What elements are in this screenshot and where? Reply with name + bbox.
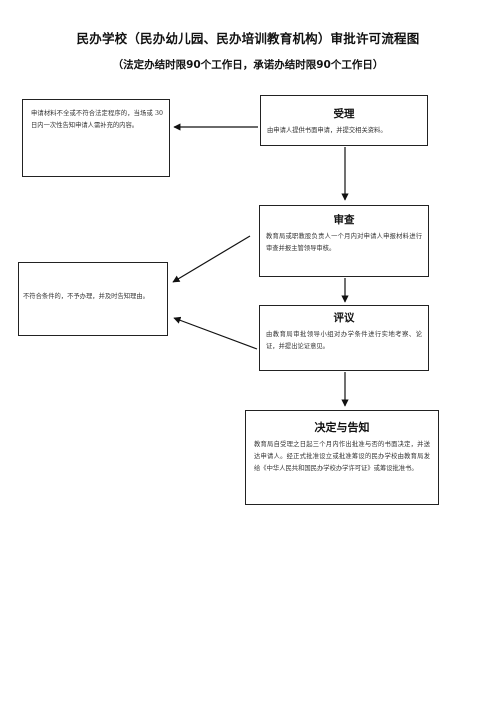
arrow-evaluate-to-note [173, 316, 258, 350]
step-review-heading: 审查 [333, 214, 355, 226]
page-title: 民办学校（民办幼儿园、民办培训教育机构）审批许可流程图 [76, 31, 420, 46]
step-decision-heading: 决定与告知 [314, 421, 370, 434]
step-accept-text: 由申请人提供书面申请，并提交相关资料。 [267, 127, 387, 134]
page-subtitle: （法定办结时限90个工作日，承诺办结时限90个工作日） [112, 59, 384, 71]
step-evaluate-text: 由教育局审批领导小组对办学条件进行实地考察、论证，并提出论证意见。 [266, 331, 422, 350]
note-not-qualified-text: 不符合条件的，不予办理，并及时告知理由。 [23, 293, 149, 300]
arrow-review-to-note [172, 235, 251, 283]
note-incomplete-materials: 申请材料不全或不符合法定程序的，当场或 30 日内一次性告知申请人需补充的内容。 [22, 99, 170, 177]
step-accept: 受理 由申请人提供书面申请，并提交相关资料。 [260, 95, 428, 146]
note-not-qualified: 不符合条件的，不予办理，并及时告知理由。 [18, 262, 168, 336]
step-review-text: 教育局或职教股负责人一个月内对申请人申报材料进行审查并报主管领导审核。 [266, 233, 422, 252]
step-evaluate: 评议 由教育局审批领导小组对办学条件进行实地考察、论证，并提出论证意见。 [259, 305, 429, 371]
step-decision: 决定与告知 教育局自受理之日起三个月内作出批准与否的书面决定，并送达申请人。经正… [245, 410, 439, 505]
step-decision-text: 教育局自受理之日起三个月内作出批准与否的书面决定，并送达申请人。经正式批准设立或… [254, 441, 430, 472]
step-evaluate-heading: 评议 [333, 312, 355, 324]
step-accept-heading: 受理 [333, 108, 355, 120]
step-review: 审查 教育局或职教股负责人一个月内对申请人申报材料进行审查并报主管领导审核。 [259, 205, 429, 277]
note-incomplete-materials-text: 申请材料不全或不符合法定程序的，当场或 30 日内一次性告知申请人需补充的内容。 [31, 110, 163, 129]
